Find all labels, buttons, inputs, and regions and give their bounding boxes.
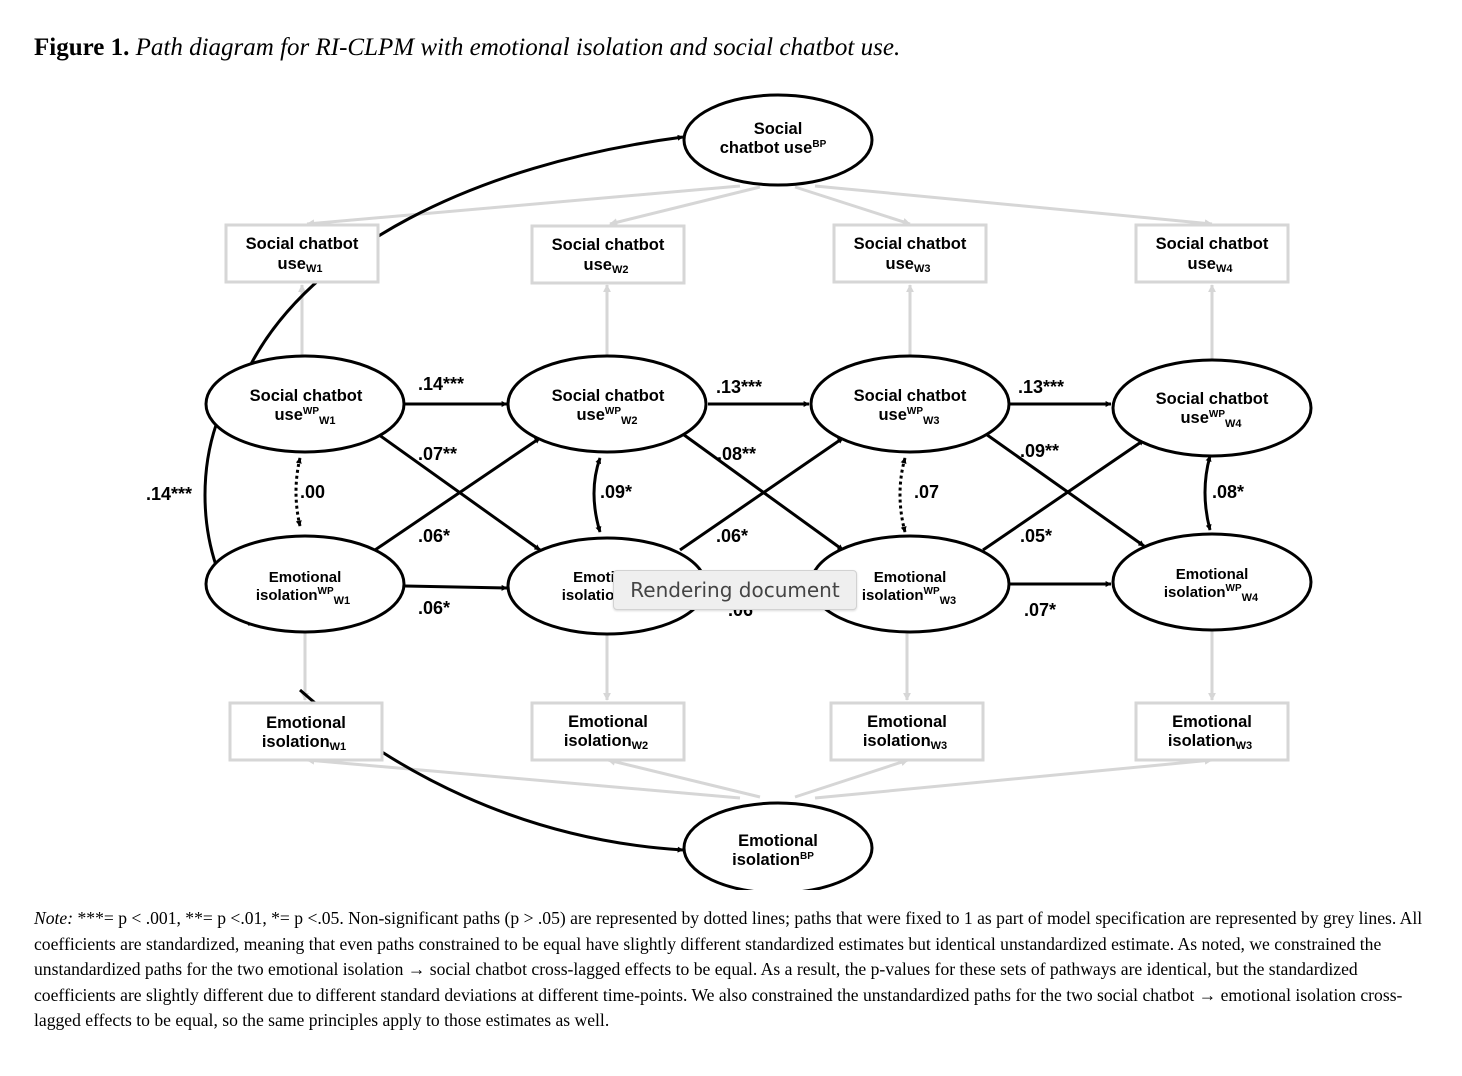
path-ei-to-sc-w1w2 — [374, 436, 541, 552]
path-ei-to-sc-w3w4 — [982, 438, 1145, 552]
path-ei-to-sc-w2w3 — [679, 436, 844, 552]
wp-sc-w3-line1: Social chatbot — [854, 387, 967, 405]
latent-variables — [204, 93, 1313, 890]
wp-ei-w1-line1: Emotional — [269, 569, 342, 586]
wp-ei-w4-line1: Emotional — [1176, 566, 1249, 583]
path-ei-ar-w1w2 — [404, 584, 508, 591]
obs-ei-w2-line1: Emotional — [568, 713, 648, 731]
obs-sc-w3-line2: useW3 — [886, 255, 931, 275]
sc-bp-line1: Social — [754, 120, 803, 138]
coef-wp-cov-4: .08* — [1212, 482, 1244, 502]
ei-bp-line1: Emotional — [738, 832, 818, 850]
coef-bp-cov: .14*** — [146, 484, 192, 504]
bp-loading-ei-w4 — [814, 756, 1213, 800]
coef-sc-to-ei-3: .09** — [1020, 441, 1059, 461]
figure-caption: Figure 1. Path diagram for RI-CLPM with … — [34, 34, 900, 62]
path-sc-to-ei-w1w2 — [374, 430, 541, 552]
ellipse-sc-wp-w3 — [809, 354, 1011, 454]
bp-loading-sc-w4 — [814, 184, 1213, 228]
cov-wp-w2 — [592, 457, 602, 533]
obs-ei-w1-line2: isolationW1 — [262, 733, 346, 753]
bp-loading-sc-w2 — [609, 185, 761, 227]
ei-bp-line2: isolationBP — [732, 851, 814, 869]
cov-wp-w4 — [1203, 455, 1212, 531]
coef-ei-to-sc-3: .05* — [1020, 526, 1052, 546]
curve-to-sc-bp — [248, 134, 684, 367]
obs-sc-w1-line1: Social chatbot — [246, 235, 359, 253]
obs-ei-w4-line1: Emotional — [1172, 713, 1252, 731]
box-sc-w4 — [1134, 223, 1290, 284]
wp-sc-w4-line2: useWPW4 — [1180, 409, 1242, 430]
coef-sc-ar-2: .13*** — [716, 377, 762, 397]
coef-sc-to-ei-2: .08** — [717, 444, 756, 464]
observed-indicators — [224, 223, 1290, 762]
ellipse-ei-bp — [682, 801, 874, 890]
obs-sc-w4-line2: useW4 — [1188, 255, 1234, 275]
box-sc-w1 — [224, 223, 380, 284]
coef-sc-ar-3: .13*** — [1018, 377, 1064, 397]
cov-wp-w1 — [294, 457, 302, 527]
cov-wp-w3 — [898, 457, 907, 533]
wp-sc-w3-line2: useWPW3 — [878, 406, 939, 427]
ellipse-sc-wp-w4 — [1111, 358, 1313, 458]
bp-loading-sc-w1 — [306, 184, 741, 228]
figure-title: Path diagram for RI-CLPM with emotional … — [135, 34, 901, 61]
rendering-toast: Rendering document — [613, 570, 857, 610]
box-ei-w4 — [1134, 701, 1290, 762]
path-sc-to-ei-w3w4 — [982, 430, 1145, 548]
coef-sc-ar-1: .14*** — [418, 374, 464, 394]
wp-sc-w1-line2: useWPW1 — [274, 406, 335, 427]
obs-ei-w3-line1: Emotional — [867, 713, 947, 731]
note-label: Note: — [34, 908, 74, 928]
wp-sc-w2-line1: Social chatbot — [552, 387, 665, 405]
ellipse-sc-wp-w2 — [506, 354, 708, 454]
bp-loading-ei-w2 — [607, 757, 761, 799]
figure-note: Note: ***= p < .001, **= p <.01, *= p <.… — [34, 906, 1430, 1034]
obs-ei-w2-line2: isolationW2 — [564, 732, 648, 752]
sc-bp-line2: chatbot useBP — [720, 139, 827, 157]
obs-sc-w3-line1: Social chatbot — [854, 235, 967, 253]
obs-sc-w4-line1: Social chatbot — [1156, 235, 1269, 253]
note-text: ***= p < .001, **= p <.01, *= p <.05. No… — [34, 908, 1423, 1030]
box-ei-w3 — [829, 701, 985, 762]
wp-sc-w1-line1: Social chatbot — [250, 387, 363, 405]
ellipse-sc-wp-w1 — [204, 354, 406, 454]
box-ei-w2 — [530, 701, 686, 762]
wp-ei-w2-line2: isolatio — [562, 587, 615, 604]
wp-ei-w2-line1: Emoti — [573, 569, 615, 586]
coef-ei-to-sc-2: .06* — [716, 526, 748, 546]
coef-wp-cov-3: .07 — [914, 482, 939, 502]
ellipse-ei-wp-w4 — [1111, 532, 1313, 632]
wp-ei-w3-line1: Emotional — [874, 569, 947, 586]
box-sc-w2 — [530, 224, 686, 285]
coef-wp-cov-1: .00 — [300, 482, 325, 502]
coef-ei-ar-3: .07* — [1024, 600, 1056, 620]
wp-ei-w3-line2: isolationWPW3 — [862, 586, 956, 607]
wp-ei-w4-line2: isolationWPW4 — [1164, 583, 1259, 604]
obs-ei-w3-line2: isolationW3 — [863, 732, 947, 752]
fixed-paths — [298, 184, 1216, 800]
bp-loading-ei-w3 — [794, 758, 909, 799]
wp-sc-w2-line2: useWPW2 — [576, 406, 637, 427]
box-ei-w1 — [228, 701, 384, 762]
obs-ei-w1-line1: Emotional — [266, 714, 346, 732]
obs-sc-w1-line2: useW1 — [278, 255, 323, 275]
obs-sc-w2-line2: useW2 — [584, 256, 629, 276]
ellipse-ei-wp-w1 — [204, 534, 406, 634]
coef-ei-to-sc-1: .06* — [418, 526, 450, 546]
bp-loading-ei-w1 — [306, 756, 741, 800]
coef-ei-ar-1: .06* — [418, 598, 450, 618]
wp-sc-w4-line1: Social chatbot — [1156, 390, 1269, 408]
obs-sc-w2-line1: Social chatbot — [552, 236, 665, 254]
obs-ei-w4-line2: isolationW3 — [1168, 732, 1252, 752]
figure-label: Figure 1. — [34, 34, 130, 61]
ellipse-sc-bp — [682, 93, 874, 187]
bp-loading-sc-w3 — [794, 185, 911, 226]
path-sc-to-ei-w2w3 — [679, 430, 844, 552]
coef-sc-to-ei-1: .07** — [418, 444, 457, 464]
path-diagram: Social chatbot useBP Emotional isolation… — [146, 93, 1313, 890]
coef-wp-cov-2: .09* — [600, 482, 632, 502]
wp-ei-w1-line2: isolationWPW1 — [256, 586, 350, 607]
box-sc-w3 — [832, 223, 988, 284]
